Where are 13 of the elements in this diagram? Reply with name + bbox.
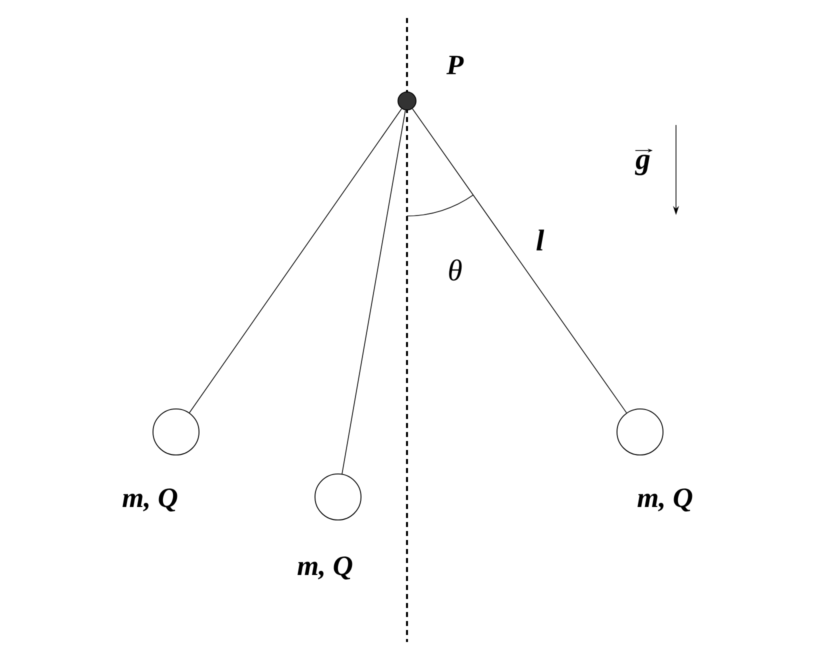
pivot-point: [398, 92, 416, 110]
angle-label: θ: [449, 259, 462, 281]
point-label: P: [446, 56, 464, 74]
string-line: [342, 110, 406, 474]
mass-charge-label: m, Q: [122, 488, 178, 512]
mass-charge-label: m, Q: [298, 556, 352, 580]
pendulum-ball: [314, 474, 362, 520]
string-line: [189, 108, 402, 414]
mass-charge-label: m, Q: [638, 488, 692, 512]
length-label: l: [536, 230, 544, 250]
pendulum-ball: [616, 408, 664, 456]
string-line: [412, 108, 627, 414]
pendulum-ball: [152, 408, 200, 456]
